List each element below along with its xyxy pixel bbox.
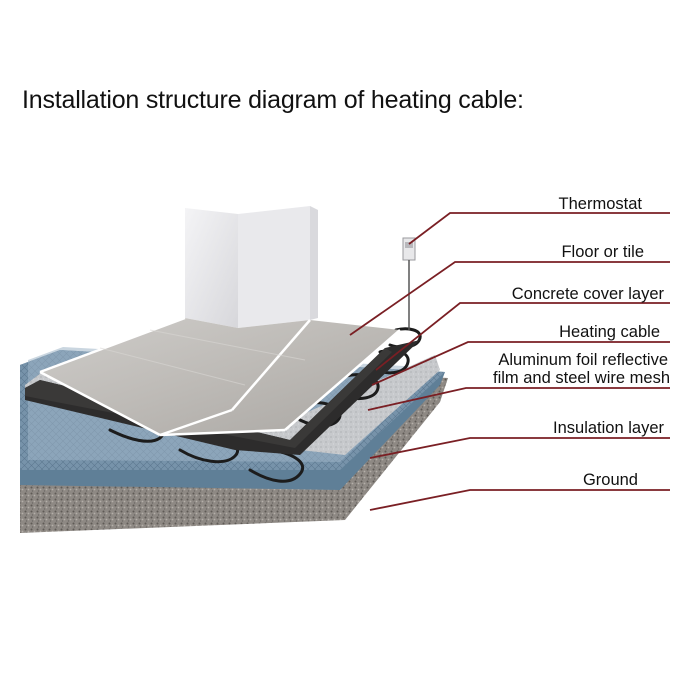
thermostat-device [402,237,416,330]
leader-lines [349,212,670,511]
floor-tile-layer [40,318,400,435]
label-ground: Ground [582,471,638,489]
label-insulation-layer: Insulation layer [553,419,664,437]
wall-back [238,206,310,328]
concrete-cover-layer [25,355,440,455]
label-concrete-cover-layer: Concrete cover layer [511,285,664,303]
diagram-title: Installation structure diagram of heatin… [22,86,524,114]
label-heating-cable: Heating cable [559,323,660,341]
label-foil-line-2: film and steel wire mesh [493,369,670,387]
label-floor-or-tile: Floor or tile [561,243,644,261]
label-thermostat: Thermostat [558,195,642,213]
wall-right-edge [310,206,318,320]
label-foil-line-1: Aluminum foil reflective [498,351,668,369]
screed-layer [25,340,420,455]
wall-left [185,208,238,328]
